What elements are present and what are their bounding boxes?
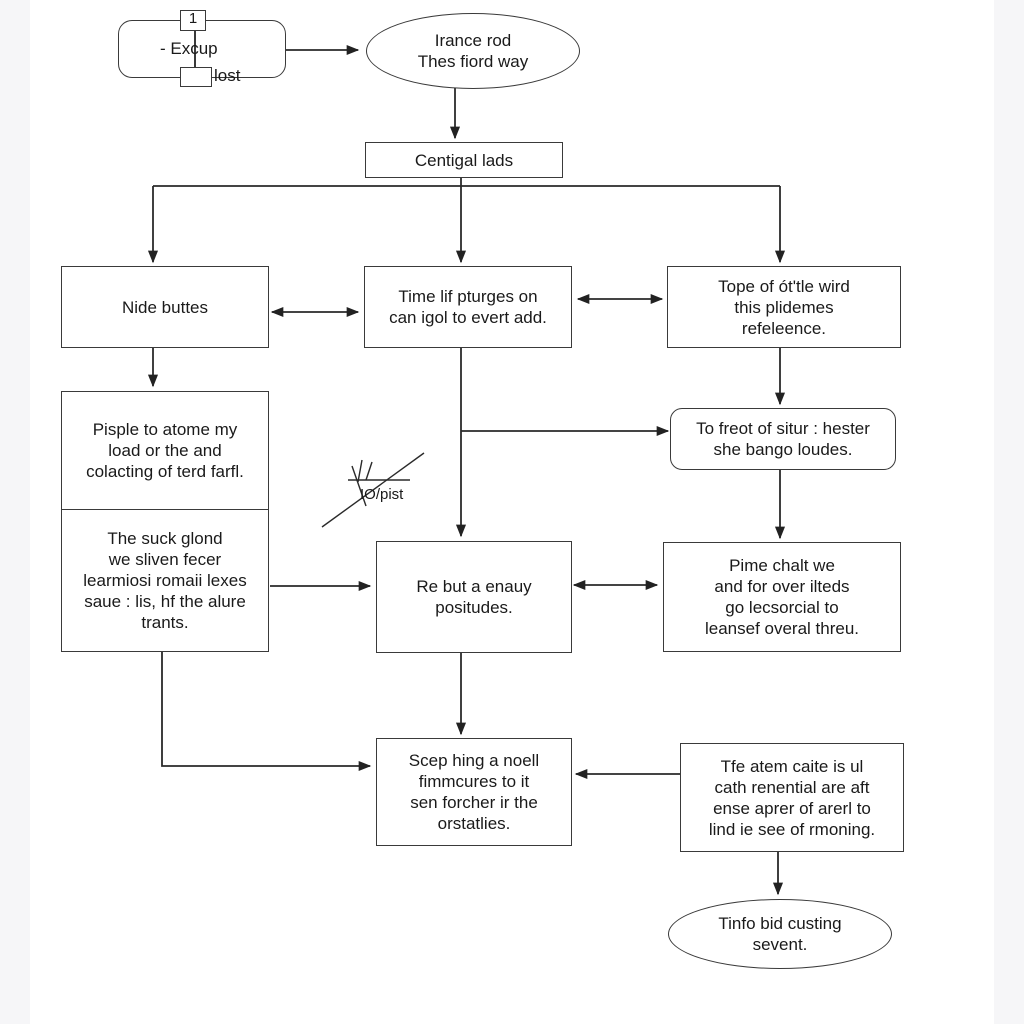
right2-rounded-box: To freot of situr : hester she bango lou… — [670, 408, 896, 470]
legend-top-label: 1 — [188, 10, 198, 27]
left2-bottom-section: The suck glond we sliven fecer learmiosi… — [83, 529, 247, 632]
legend-top-box: 1 — [180, 10, 206, 31]
legend-line-2: lost — [214, 66, 241, 85]
legend-line-1: - Excup — [160, 39, 218, 58]
left2-split-box: Pisple to atome my load or the and colac… — [61, 391, 269, 652]
right3-box: Pime chalt we and for over ilteds go lec… — [663, 542, 901, 652]
left2-top-section: Pisple to atome my load or the and colac… — [62, 392, 268, 510]
left1-box: Nide buttes — [61, 266, 269, 348]
central-box: Centigal lads — [365, 142, 563, 178]
mid3-box: Scep hing a noell fimmcures to it sen fo… — [376, 738, 572, 846]
right1-box: Tope of ót'tle wird this plidemes refele… — [667, 266, 901, 348]
annotation-scribble — [321, 452, 425, 528]
legend-bottom-box — [180, 67, 212, 87]
arrow-left2-to-mid3 — [161, 652, 372, 772]
mid2-box: Re but a enauy positudes. — [376, 541, 572, 653]
end-ellipse: Tinfo bid custing sevent. — [668, 899, 892, 969]
mid1-box: Time lif pturges on can igol to evert ad… — [364, 266, 572, 348]
right4-box: Tfe atem caite is ul cath renential are … — [680, 743, 904, 852]
legend-divider — [194, 30, 196, 68]
annotation-label: IO/pist — [360, 486, 404, 503]
start-ellipse: Irance rod Thes fiord way — [366, 13, 580, 89]
